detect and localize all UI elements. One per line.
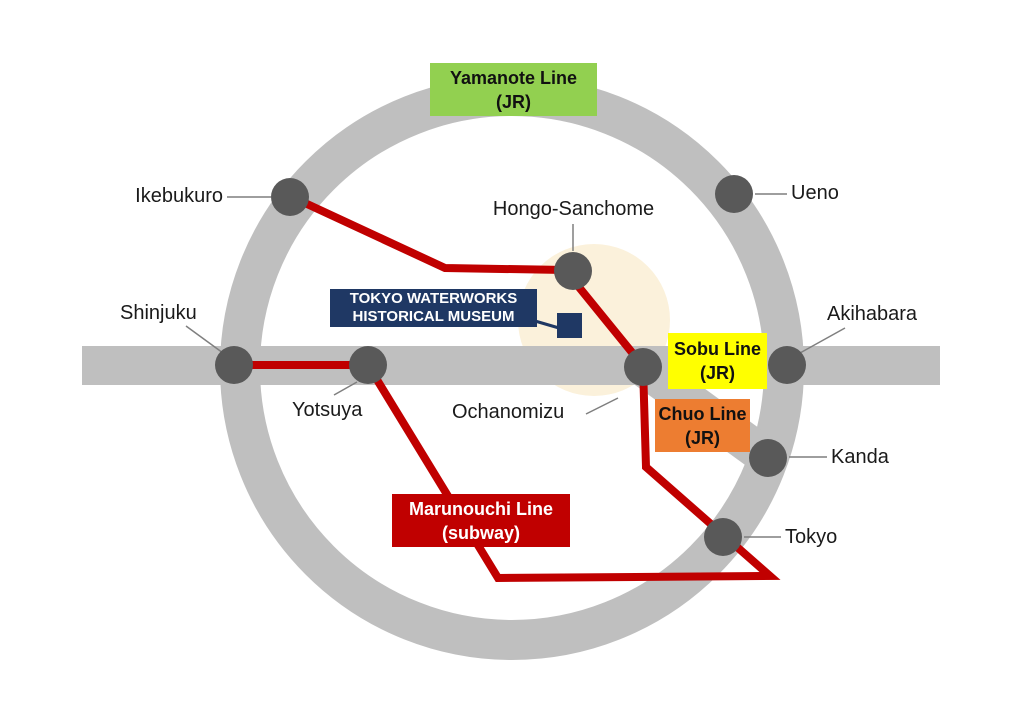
yamanote-line-badge: Yamanote Line (JR) bbox=[430, 63, 597, 116]
ueno-station-dot bbox=[715, 175, 753, 213]
akihabara-station-dot bbox=[768, 346, 806, 384]
sobu-line-badge: Sobu Line (JR) bbox=[668, 333, 767, 389]
museum-leader-line bbox=[534, 319, 560, 330]
station-label-hongo-sanchome: Hongo-Sanchome bbox=[492, 198, 655, 220]
marunouchi-line-badge: Marunouchi Line (subway) bbox=[392, 494, 570, 547]
akihabara-leader-line bbox=[799, 327, 846, 354]
chuo-line-name: Chuo Line bbox=[658, 403, 747, 424]
sobu-line-name: Sobu Line bbox=[674, 339, 761, 359]
station-label-yotsuya: Yotsuya bbox=[292, 399, 363, 421]
yotsuya-station-dot bbox=[349, 346, 387, 384]
marunouchi-line-suffix: (subway) bbox=[441, 522, 520, 543]
yamanote-line-name: Yamanote Line bbox=[449, 67, 578, 88]
station-label-ochanomizu: Ochanomizu bbox=[452, 401, 565, 423]
shinjuku-leader-line bbox=[185, 325, 224, 354]
tokyo-station-dot bbox=[704, 518, 742, 556]
station-label-tokyo: Tokyo bbox=[785, 526, 838, 548]
station-label-kanda: Kanda bbox=[831, 446, 889, 468]
museum-label-line1: TOKYO WATERWORKS bbox=[349, 290, 518, 307]
station-label-ikebukuro: Ikebukuro bbox=[135, 185, 223, 207]
station-label-akihabara: Akihabara bbox=[827, 303, 918, 325]
shinjuku-station-dot bbox=[215, 346, 253, 384]
chuo-line-suffix: (JR) bbox=[685, 427, 720, 448]
station-dots bbox=[215, 175, 806, 556]
chuo-line-badge: Chuo Line (JR) bbox=[655, 399, 750, 452]
museum-label-line2: HISTORICAL MUSEUM bbox=[352, 308, 515, 325]
sobu-line-suffix: (JR) bbox=[700, 363, 735, 383]
leader-lines bbox=[185, 193, 846, 538]
station-label-shinjuku: Shinjuku bbox=[120, 302, 197, 324]
museum-label: TOKYO WATERWORKS HISTORICAL MUSEUM bbox=[330, 289, 537, 327]
station-label-ueno: Ueno bbox=[791, 182, 839, 204]
marunouchi-line-track bbox=[234, 193, 781, 583]
sobu-line-track bbox=[82, 346, 940, 385]
museum-marker bbox=[557, 313, 582, 338]
marunouchi-line-name: Marunouchi Line bbox=[409, 498, 553, 519]
ochanomizu-station-dot bbox=[624, 348, 662, 386]
yotsuya-leader-line bbox=[333, 381, 358, 396]
kanda-station-dot bbox=[749, 439, 787, 477]
ikebukuro-station-dot bbox=[271, 178, 309, 216]
yamanote-line-suffix: (JR) bbox=[496, 91, 531, 112]
hongo-sanchome-station-dot bbox=[554, 252, 592, 290]
ochanomizu-leader-line bbox=[585, 397, 619, 415]
